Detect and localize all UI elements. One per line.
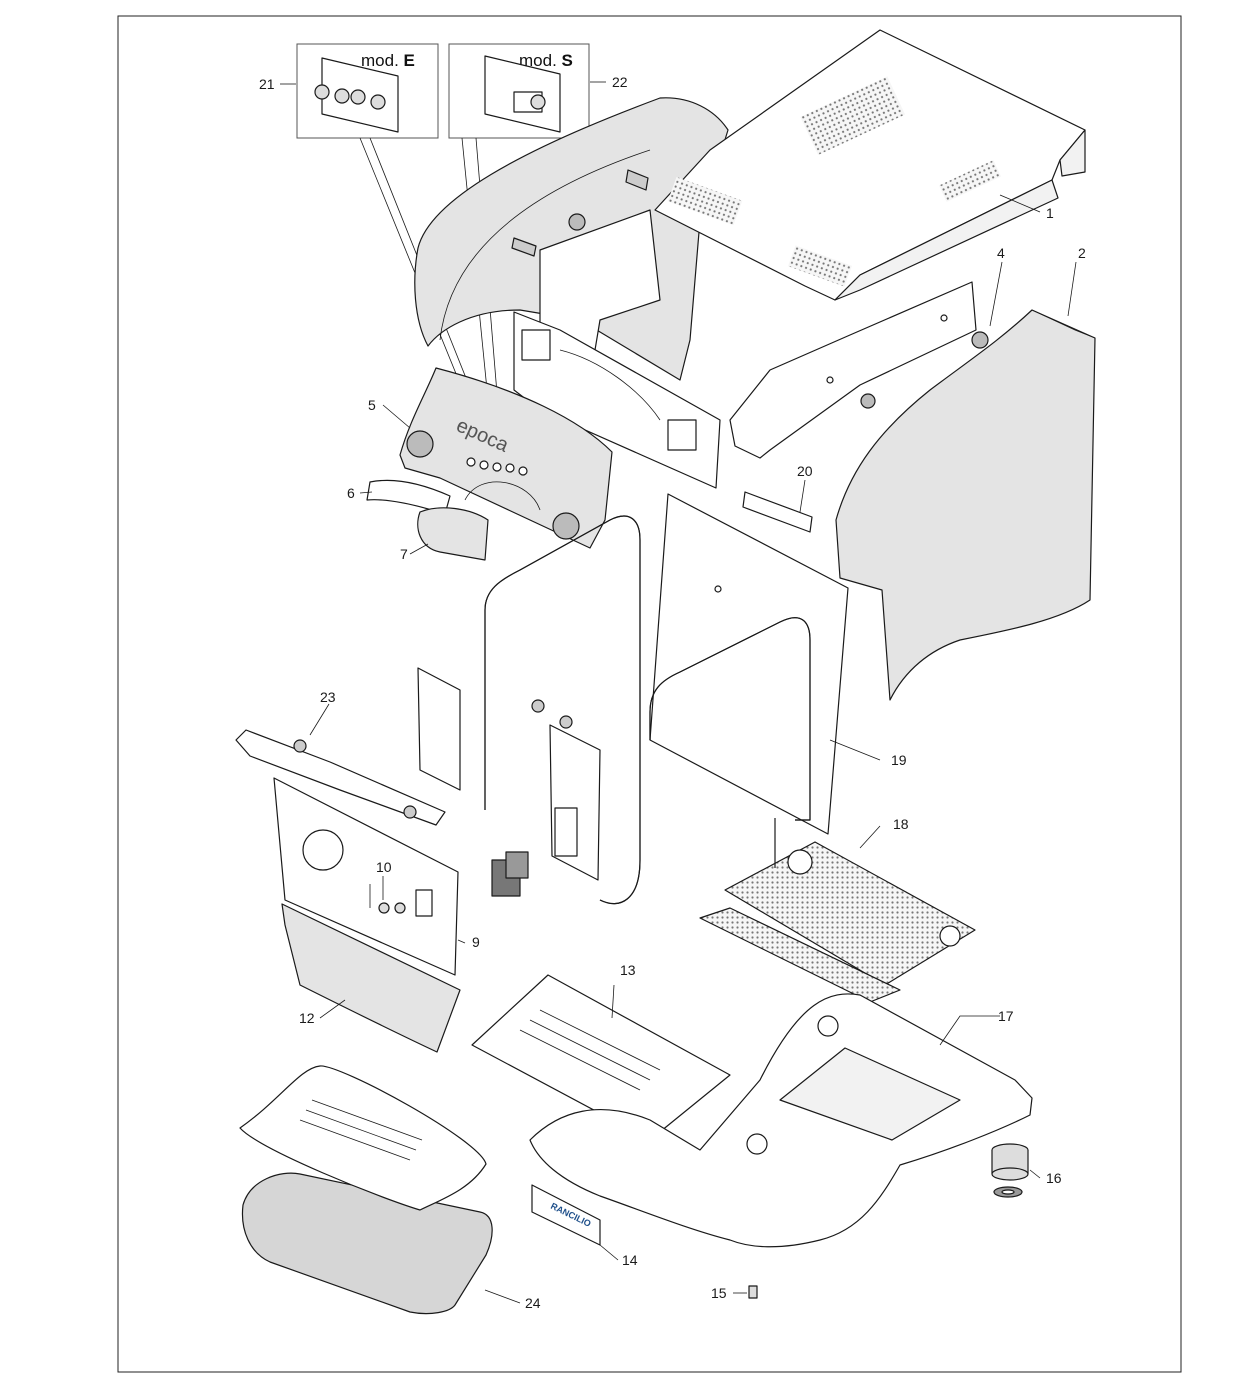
front-cover-part: [281, 903, 461, 1053]
diagram-frame: [117, 15, 1182, 1373]
callout-4: 4: [997, 245, 1005, 261]
switch-connectors-part: [491, 851, 529, 897]
callout-2: 2: [1078, 245, 1086, 261]
callout-24: 24: [525, 1295, 541, 1311]
grille-mat-part: [699, 818, 976, 1003]
callout-22: 22: [612, 74, 628, 90]
brand-badge-part: RANCILIO: [531, 1184, 601, 1246]
mod-s-label: mod. S: [519, 51, 573, 70]
mod-e-box: mod. E: [296, 43, 439, 139]
label-strip-part: [366, 479, 451, 515]
callout-21: 21: [259, 76, 275, 92]
small-bracket-part: [742, 491, 813, 533]
front-panel-part: epoca: [399, 367, 613, 549]
drip-tray-part: [239, 1065, 493, 1315]
frame-plate-part: [513, 209, 721, 489]
callout-7: 7: [400, 546, 408, 562]
top-tray-part: [654, 29, 1086, 301]
mod-e-label: mod. E: [361, 51, 415, 70]
tube-frame-part: [484, 515, 811, 905]
callout-14: 14: [622, 1252, 638, 1268]
drip-grille-part: [471, 974, 731, 1141]
callout-12: 12: [299, 1010, 315, 1026]
side-panel-part: [835, 309, 1096, 701]
feet-part: [991, 1143, 1029, 1198]
base-part: [529, 993, 1033, 1248]
control-panel-part: [273, 777, 459, 976]
handle-cover-part: [417, 507, 489, 561]
callout-16: 16: [1046, 1170, 1062, 1186]
top-tray-vents: [667, 76, 1001, 287]
base-screw-part: [748, 1285, 758, 1299]
callout-23: 23: [320, 689, 336, 705]
callout-18: 18: [893, 816, 909, 832]
callout-9: 9: [472, 934, 480, 950]
callout-13: 13: [620, 962, 636, 978]
rear-bracket-part: [729, 281, 989, 459]
callout-leaders: [280, 81, 1077, 1304]
rear-panel-part: [649, 493, 849, 835]
mod-s-box: mod. S: [448, 43, 590, 139]
callout-17: 17: [998, 1008, 1014, 1024]
callout-numbers: 1 2 4 5 6 7 9 10 12 13 14 15 16 17 18 19…: [259, 74, 1086, 1311]
callout-6: 6: [347, 485, 355, 501]
callout-10: 10: [376, 859, 392, 875]
callout-19: 19: [891, 752, 907, 768]
callout-20: 20: [797, 463, 813, 479]
control-tray-part: [235, 729, 446, 826]
callout-15: 15: [711, 1285, 727, 1301]
front-panel-buttons: [466, 457, 528, 476]
upright-brackets-part: [417, 667, 601, 881]
callout-5: 5: [368, 397, 376, 413]
callout-1: 1: [1046, 205, 1054, 221]
